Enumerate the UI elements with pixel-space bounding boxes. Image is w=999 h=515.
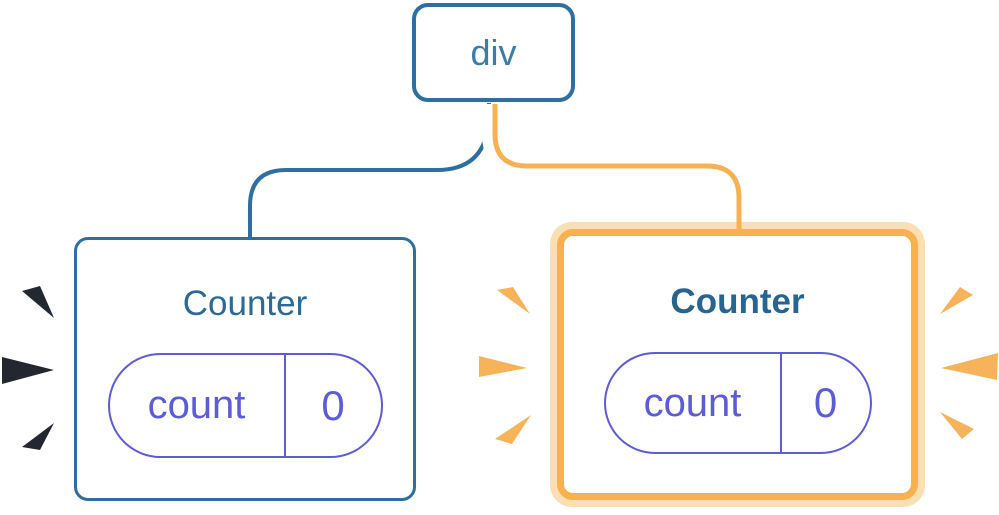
counter-title: Counter: [670, 282, 805, 321]
node-div-label: div: [470, 31, 517, 73]
counter-title: Counter: [182, 284, 308, 323]
state-name: count: [147, 383, 246, 427]
burst-icon: [940, 287, 973, 314]
edge-root-to-right-counter-casing: [482, 104, 752, 218]
node-div: div: [412, 3, 575, 102]
burst-marks-right-counter-outer: [940, 287, 998, 439]
burst-icon: [940, 412, 974, 439]
state-name: count: [643, 380, 742, 425]
edge-root-to-left-counter: [248, 103, 491, 240]
node-counter-right: Counter count 0: [550, 222, 925, 507]
burst-marks-right-counter-inner: [479, 287, 531, 444]
node-counter-left: Counter count 0: [74, 237, 416, 501]
state-pill: count 0: [107, 353, 383, 458]
burst-icon: [479, 356, 527, 377]
pill-divider: [283, 355, 286, 456]
pill-divider: [779, 354, 782, 452]
burst-icon: [495, 415, 531, 444]
edge-root-to-right-counter: [492, 104, 742, 234]
burst-icon: [22, 286, 54, 318]
burst-icon: [22, 423, 54, 450]
burst-icon: [941, 353, 998, 380]
burst-icon: [497, 287, 530, 314]
state-value: 0: [321, 381, 345, 429]
burst-marks-left-counter: [2, 286, 54, 450]
state-value: 0: [813, 379, 838, 426]
burst-icon: [2, 357, 54, 384]
state-pill: count 0: [603, 352, 872, 454]
node-counter-right-inner: Counter count 0: [557, 229, 918, 500]
